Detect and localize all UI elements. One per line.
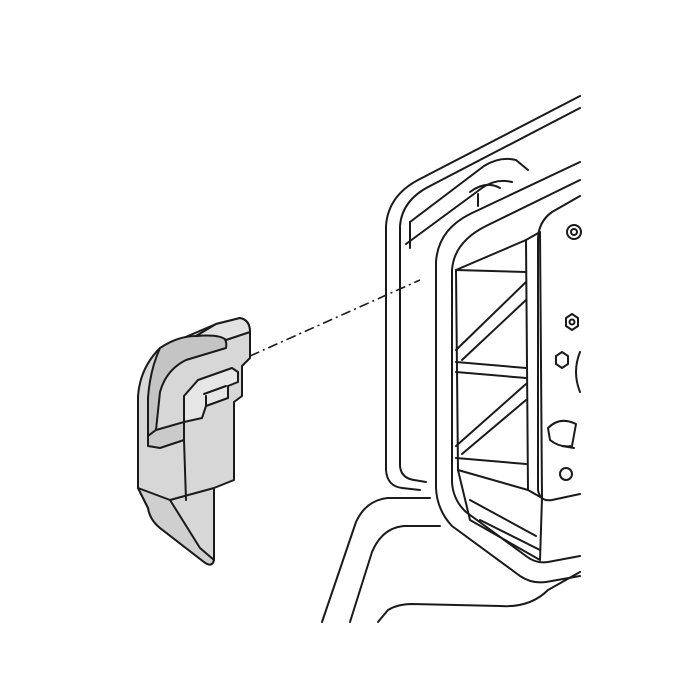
clip-part: [137, 317, 251, 566]
housing-top-edge: [399, 107, 581, 483]
housing-front-bezel-inner: [451, 179, 581, 564]
screw-boss-1-inner: [570, 228, 578, 236]
housing-base-body: [321, 497, 431, 623]
housing-base-body-inner: [349, 525, 441, 623]
housing-diagonal-rib-2: [455, 383, 527, 447]
housing-rib-2: [455, 361, 527, 369]
clip-top-lip: [195, 317, 251, 341]
housing-outer-contour: [385, 95, 581, 491]
clip-side-edge: [183, 439, 187, 501]
housing-diagonal-rib-1: [455, 281, 527, 351]
mount-latch: [547, 419, 577, 448]
housing-front-bezel: [435, 161, 581, 584]
clip-front-face: [147, 333, 228, 437]
screw-boss-1: [566, 224, 582, 240]
mount-latch-tab: [561, 445, 575, 449]
housing-bottom-ledge-2: [469, 499, 541, 551]
mount-arc: [575, 351, 581, 393]
housing-diagonal-rib-2b: [461, 399, 527, 455]
screw-boss-2-inner: [568, 318, 576, 326]
assembly-line: [249, 279, 421, 357]
housing-slot-inner: [409, 183, 501, 249]
housing-mount-plate: [537, 195, 581, 502]
screw-boss-3: [555, 351, 569, 369]
housing-top-slot: [405, 179, 513, 245]
screw-boss-2: [565, 313, 579, 331]
housing-base-floor: [377, 571, 581, 623]
housing-bottom-ledge: [457, 469, 543, 561]
housing-rib-3: [455, 457, 527, 465]
housing-rib-2b: [455, 371, 527, 379]
clip-hook-slot: [203, 385, 227, 407]
clip-foot: [137, 487, 215, 566]
housing-rib-sidewall: [525, 231, 543, 499]
housing-top-rail: [409, 157, 529, 223]
clip-foot-edge: [169, 487, 215, 501]
screw-boss-4: [559, 467, 573, 481]
clip-hook: [183, 367, 239, 423]
housing-rib-1: [455, 269, 527, 273]
housing-diagonal-rib-1b: [461, 299, 527, 361]
housing-part: [321, 95, 582, 623]
